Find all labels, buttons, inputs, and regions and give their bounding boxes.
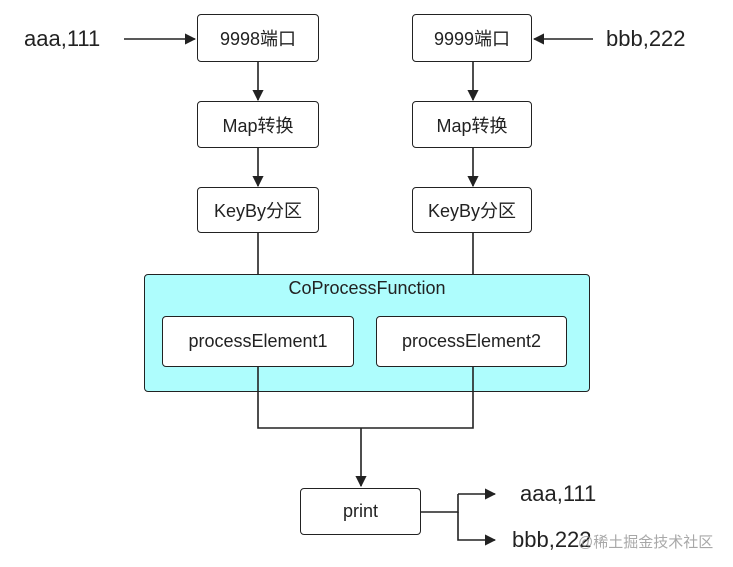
node-keyby-right: KeyBy分区: [412, 187, 532, 233]
node-print: print: [300, 488, 421, 535]
input-label-left: aaa,111: [24, 26, 101, 51]
node-port-9998: 9998端口: [197, 14, 319, 62]
node-port-9999: 9999端口: [412, 14, 532, 62]
watermark-text: @稀土掘金技术社区: [578, 534, 714, 551]
node-process-element-1: processElement1: [162, 316, 354, 367]
node-process-element-2: processElement2: [376, 316, 567, 367]
output-label-first: aaa,111: [520, 481, 597, 506]
input-label-right: bbb,222: [606, 26, 686, 51]
node-map-left: Map转换: [197, 101, 319, 148]
node-map-right: Map转换: [412, 101, 532, 148]
output-label-second: bbb,222: [512, 527, 592, 552]
node-keyby-left: KeyBy分区: [197, 187, 319, 233]
coprocess-function-title: CoProcessFunction: [288, 278, 446, 298]
